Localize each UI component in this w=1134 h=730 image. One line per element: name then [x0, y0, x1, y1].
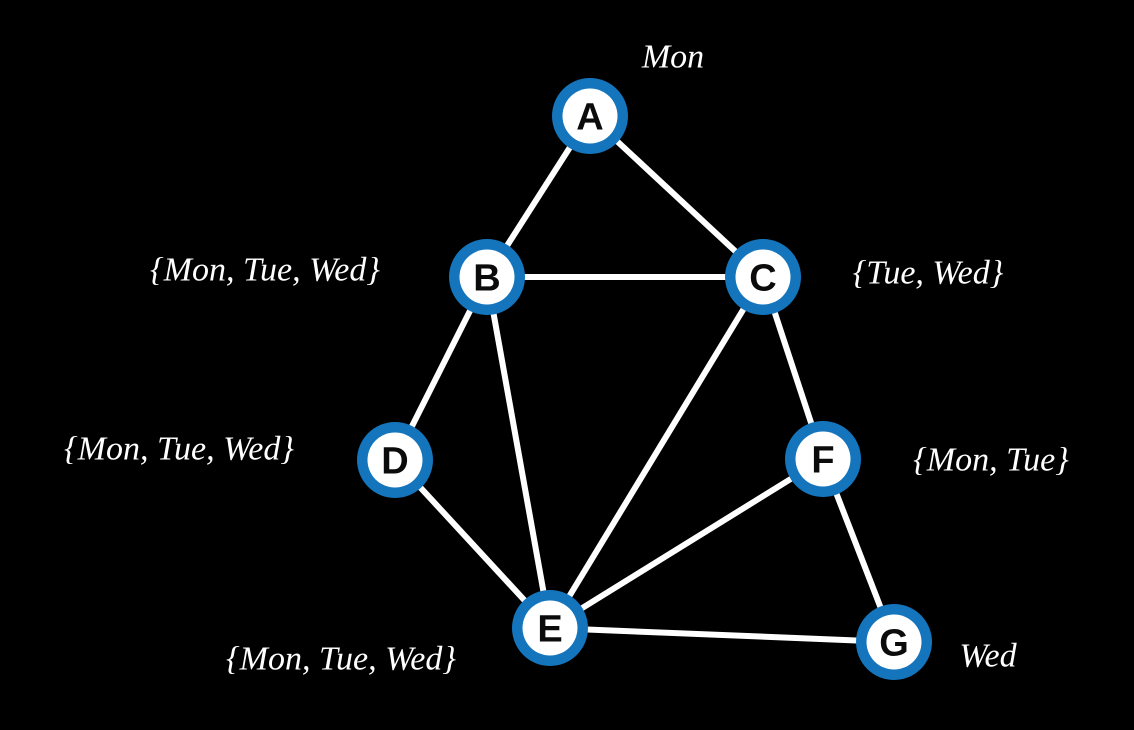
node-face-G: [866, 614, 922, 670]
domain-label-G: Wed: [959, 638, 1017, 675]
node-E: E: [512, 590, 588, 666]
node-C: C: [725, 239, 801, 315]
node-face-D: [367, 432, 423, 488]
node-F: F: [785, 421, 861, 497]
domain-label-C: {Tue, Wed}: [853, 255, 1004, 292]
node-letter-D: D: [381, 441, 408, 483]
node-B: B: [449, 239, 525, 315]
domain-label-B: {Mon, Tue, Wed}: [150, 252, 380, 289]
edge-D-E: [392, 457, 553, 631]
node-letter-C: C: [749, 258, 776, 300]
node-face-E: [522, 600, 578, 656]
node-letter-F: F: [811, 440, 834, 482]
node-letter-A: A: [576, 97, 603, 139]
node-face-C: [735, 249, 791, 305]
node-layer: A B C D E F G: [357, 78, 932, 680]
node-G: G: [856, 604, 932, 680]
edge-E-F: [547, 456, 826, 631]
edge-C-E: [547, 274, 766, 631]
node-D: D: [357, 422, 433, 498]
edge-B-E: [484, 274, 553, 631]
node-face-A: [562, 88, 618, 144]
label-layer: Mon {Mon, Tue, Wed} {Tue, Wed} {Mon, Tue, W…: [64, 39, 1069, 678]
domain-label-D: {Mon, Tue, Wed}: [64, 431, 294, 468]
node-letter-B: B: [473, 258, 500, 300]
edge-layer: [392, 113, 897, 645]
node-letter-E: E: [537, 609, 562, 651]
edge-E-G: [547, 625, 897, 645]
domain-label-A: Mon: [641, 39, 704, 76]
domain-label-E: {Mon, Tue, Wed}: [226, 641, 456, 678]
node-face-F: [795, 431, 851, 487]
node-face-B: [459, 249, 515, 305]
node-A: A: [552, 78, 628, 154]
edge-A-C: [587, 113, 766, 280]
domain-label-F: {Mon, Tue}: [913, 442, 1069, 479]
node-letter-G: G: [879, 623, 909, 665]
